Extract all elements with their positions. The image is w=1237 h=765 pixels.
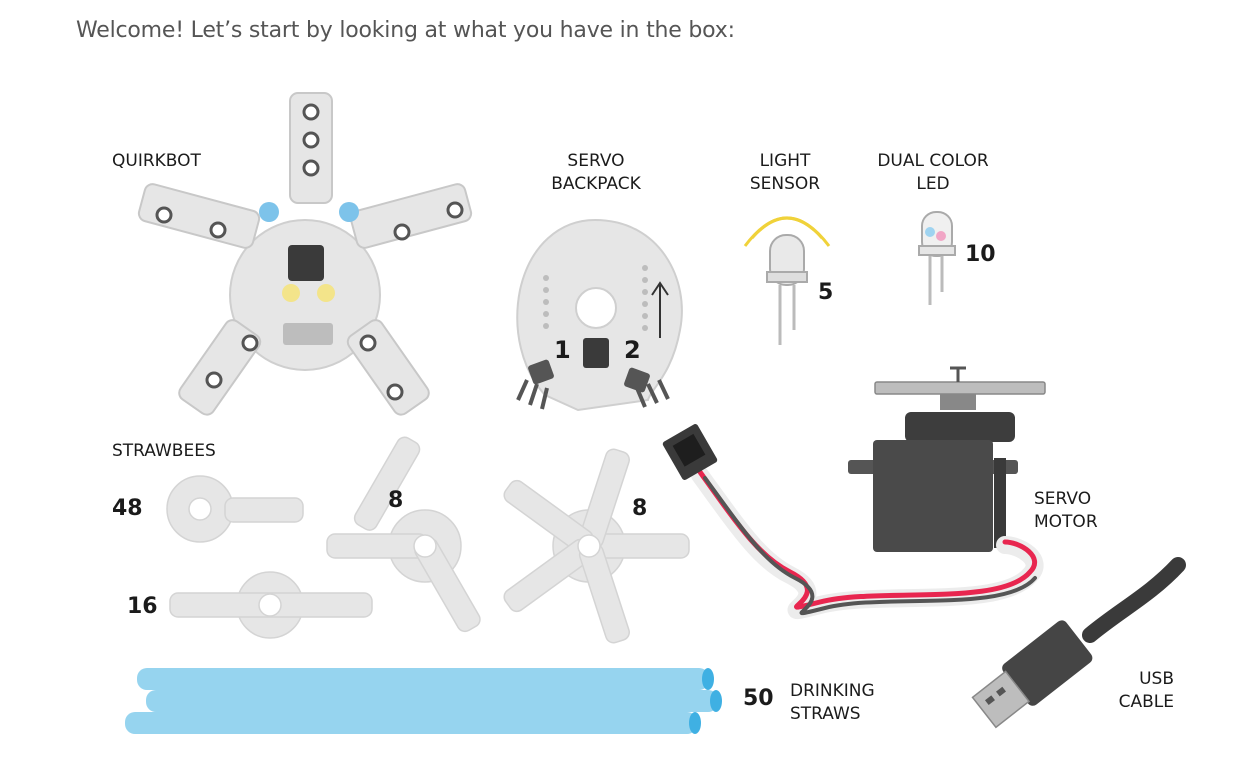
strawbees-pieces <box>166 436 690 644</box>
drinking-straws-label-line1: DRINKING <box>790 681 875 701</box>
drinking-straws-label: DRINKING STRAWS <box>790 680 875 726</box>
strawbee-three-arm <box>326 436 481 633</box>
usb-cable <box>971 557 1186 729</box>
usb-cable-label-line2: CABLE <box>1118 692 1174 712</box>
servo-backpack-pin-1: 1 <box>554 336 571 364</box>
servo-backpack-label-line2: BACKPACK <box>551 174 641 194</box>
dual-color-led-label: DUAL COLOR LED <box>860 150 1006 196</box>
drinking-straws-count: 50 <box>743 686 774 711</box>
servo-backpack-label-line1: SERVO <box>567 151 625 171</box>
servo-motor-label: SERVO MOTOR <box>1034 488 1098 534</box>
strawbee-two-arm <box>169 571 373 639</box>
strawbee-one-arm <box>166 475 304 543</box>
servo-motor-label-line2: MOTOR <box>1034 512 1098 532</box>
strawbee-three-arm-count: 8 <box>388 488 404 513</box>
servo-motor-label-line1: SERVO <box>1034 489 1092 509</box>
quirkbot-board <box>137 92 473 416</box>
strawbee-two-arm-count: 16 <box>127 594 158 619</box>
intro-text: Welcome! Let’s start by looking at what … <box>76 18 735 43</box>
servo-motor-component <box>848 366 1046 552</box>
quirkbot-chip <box>288 245 324 281</box>
light-sensor-label: LIGHT SENSOR <box>735 150 835 196</box>
quirkbot-label: QUIRKBOT <box>112 151 201 171</box>
usb-cable-label-line1: USB <box>1139 669 1174 689</box>
strawbee-one-arm-count: 48 <box>112 496 143 521</box>
servo-cable <box>691 466 1044 620</box>
servo-backpack-board <box>516 218 683 412</box>
dual-color-led-component <box>918 211 956 305</box>
servo-connector <box>662 424 718 480</box>
strawbee-five-arm <box>503 448 690 644</box>
dual-color-led-count: 10 <box>965 242 996 267</box>
strawbees-label: STRAWBEES <box>112 441 216 461</box>
usb-cable-label: USB CABLE <box>1090 668 1174 714</box>
servo-backpack-pin-2: 2 <box>624 336 641 364</box>
servo-backpack-label: SERVO BACKPACK <box>536 150 656 196</box>
light-sensor-count: 5 <box>818 280 834 305</box>
light-sensor-component <box>743 216 831 345</box>
strawbee-five-arm-count: 8 <box>632 496 648 521</box>
dual-color-led-label-line2: LED <box>916 174 950 194</box>
quirkbot-right-eye-led <box>339 202 359 222</box>
quirkbot-left-eye-led <box>259 202 279 222</box>
light-sensor-label-line1: LIGHT <box>759 151 811 171</box>
dual-color-led-label-line1: DUAL COLOR <box>877 151 989 171</box>
drinking-straws <box>125 668 722 734</box>
drinking-straws-label-line2: STRAWS <box>790 704 861 724</box>
light-sensor-label-line2: SENSOR <box>749 174 821 194</box>
